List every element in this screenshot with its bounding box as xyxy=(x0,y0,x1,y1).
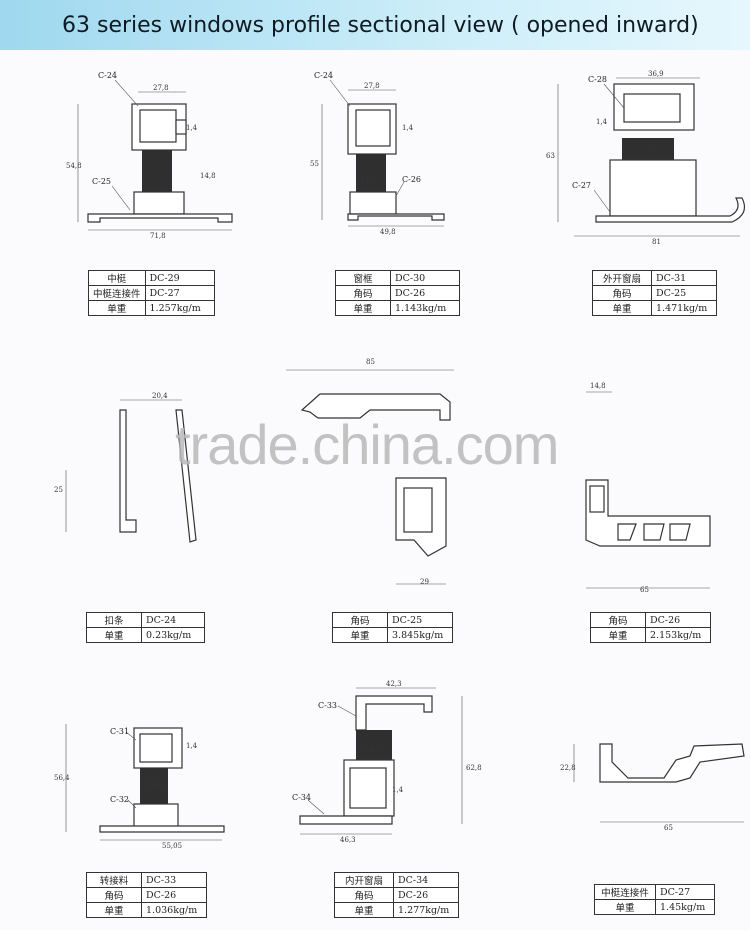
svg-text:20,4: 20,4 xyxy=(152,392,168,400)
svg-text:55,05: 55,05 xyxy=(162,842,182,850)
svg-text:1,4: 1,4 xyxy=(596,118,608,126)
svg-text:42,3: 42,3 xyxy=(386,680,402,688)
svg-text:46,3: 46,3 xyxy=(340,836,356,844)
watermark: trade.china.com xyxy=(175,413,559,476)
profile-dc33-drawing: 55,05 56,4 1,4 14,8 C-31 C-32 xyxy=(54,724,225,850)
svg-text:65: 65 xyxy=(640,586,649,594)
dc29-base-flange xyxy=(87,213,233,223)
svg-text:12: 12 xyxy=(648,144,657,152)
svg-text:27,8: 27,8 xyxy=(364,82,380,90)
svg-text:14,8: 14,8 xyxy=(364,746,380,754)
svg-text:25: 25 xyxy=(54,486,63,494)
profile-dc27-drawing: 22,8 65 xyxy=(560,743,745,832)
title-banner: 63 series windows profile sectional view… xyxy=(0,0,750,50)
svg-text:65: 65 xyxy=(664,824,673,832)
svg-text:C-26: C-26 xyxy=(402,175,421,184)
profile-dc31-drawing: 36,9 81 63 1,4 12 C-28 C-27 xyxy=(546,70,745,246)
svg-text:85: 85 xyxy=(366,358,375,366)
page-title: 63 series windows profile sectional view… xyxy=(62,13,699,38)
svg-text:1,4: 1,4 xyxy=(392,786,404,794)
svg-text:1,4: 1,4 xyxy=(402,124,414,132)
svg-text:71,8: 71,8 xyxy=(150,232,166,240)
profile-dc34-drawing: 42,3 46,3 62,8 1,4 14,8 C-33 C-34 xyxy=(292,680,482,844)
svg-text:56,4: 56,4 xyxy=(54,774,70,782)
svg-text:63: 63 xyxy=(546,152,555,160)
svg-text:36,9: 36,9 xyxy=(648,70,664,78)
svg-text:81: 81 xyxy=(652,238,661,246)
svg-text:C-31: C-31 xyxy=(110,727,129,736)
svg-text:1,4: 1,4 xyxy=(186,742,198,750)
svg-text:29: 29 xyxy=(420,578,429,586)
svg-text:C-34: C-34 xyxy=(292,793,311,802)
svg-text:C-33: C-33 xyxy=(318,701,337,710)
svg-text:C-24: C-24 xyxy=(98,71,117,80)
svg-text:49,8: 49,8 xyxy=(380,228,396,236)
profile-dc26-drawing: 14,8 65 xyxy=(585,382,711,594)
svg-text:14,8: 14,8 xyxy=(146,782,162,790)
svg-text:C-27: C-27 xyxy=(572,181,591,190)
svg-text:1,4: 1,4 xyxy=(186,124,198,132)
svg-text:C-25: C-25 xyxy=(92,177,111,186)
profile-dc25-drawing: 85 29 xyxy=(286,358,454,586)
profile-dc30-drawing: 27,8 49,8 55 1,4 14,8 C-24 C-26 xyxy=(310,71,445,236)
svg-text:C-32: C-32 xyxy=(110,795,129,804)
svg-text:14,8: 14,8 xyxy=(200,172,216,180)
svg-text:C-28: C-28 xyxy=(588,75,607,84)
svg-text:22,8: 22,8 xyxy=(560,764,576,772)
svg-text:55: 55 xyxy=(310,160,319,168)
profile-dc24-drawing: 20,4 25 xyxy=(54,392,197,543)
profile-dc29-drawing: 27,8 71,8 54,8 1,4 14,8 C-24 C-25 xyxy=(66,71,233,240)
svg-text:14,8: 14,8 xyxy=(360,176,376,184)
svg-text:27,8: 27,8 xyxy=(153,84,169,92)
svg-text:C-24: C-24 xyxy=(314,71,333,80)
svg-text:54,8: 54,8 xyxy=(66,162,82,170)
dc29-thermal-break xyxy=(142,150,172,192)
svg-text:14,8: 14,8 xyxy=(590,382,606,390)
svg-text:62,8: 62,8 xyxy=(466,764,482,772)
